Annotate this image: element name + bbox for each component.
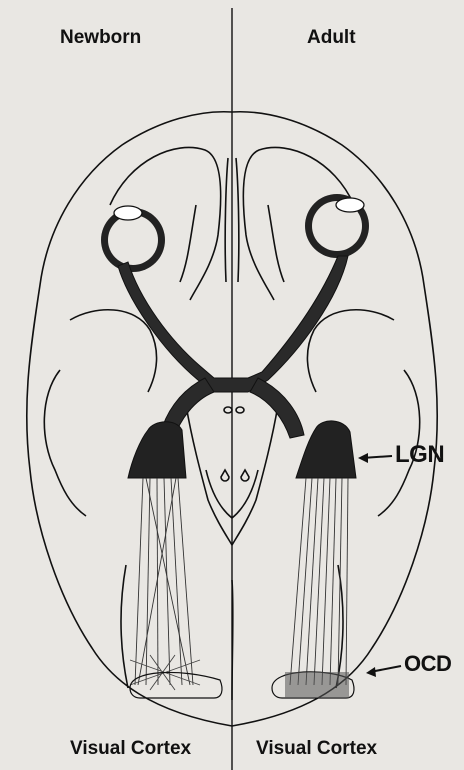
adult-panel-label: Adult <box>307 27 356 49</box>
lgn-label: LGN <box>395 441 444 469</box>
left-optic-radiation <box>130 478 200 690</box>
ocd-label: OCD <box>404 651 451 677</box>
left-visual-cortex-label: Visual Cortex <box>70 738 191 760</box>
left-eye-icon <box>101 206 165 272</box>
ocular-dominance-columns <box>285 672 349 698</box>
right-visual-cortex-label: Visual Cortex <box>256 738 377 760</box>
right-lgn-icon <box>296 421 356 478</box>
ocd-arrow-icon <box>366 666 401 677</box>
right-optic-radiation <box>290 478 348 685</box>
optic-pathways <box>118 256 348 438</box>
left-lgn-icon <box>128 422 186 478</box>
lgn-arrow-icon <box>358 453 392 463</box>
right-eye-icon <box>305 194 369 258</box>
newborn-panel-label: Newborn <box>60 27 141 49</box>
